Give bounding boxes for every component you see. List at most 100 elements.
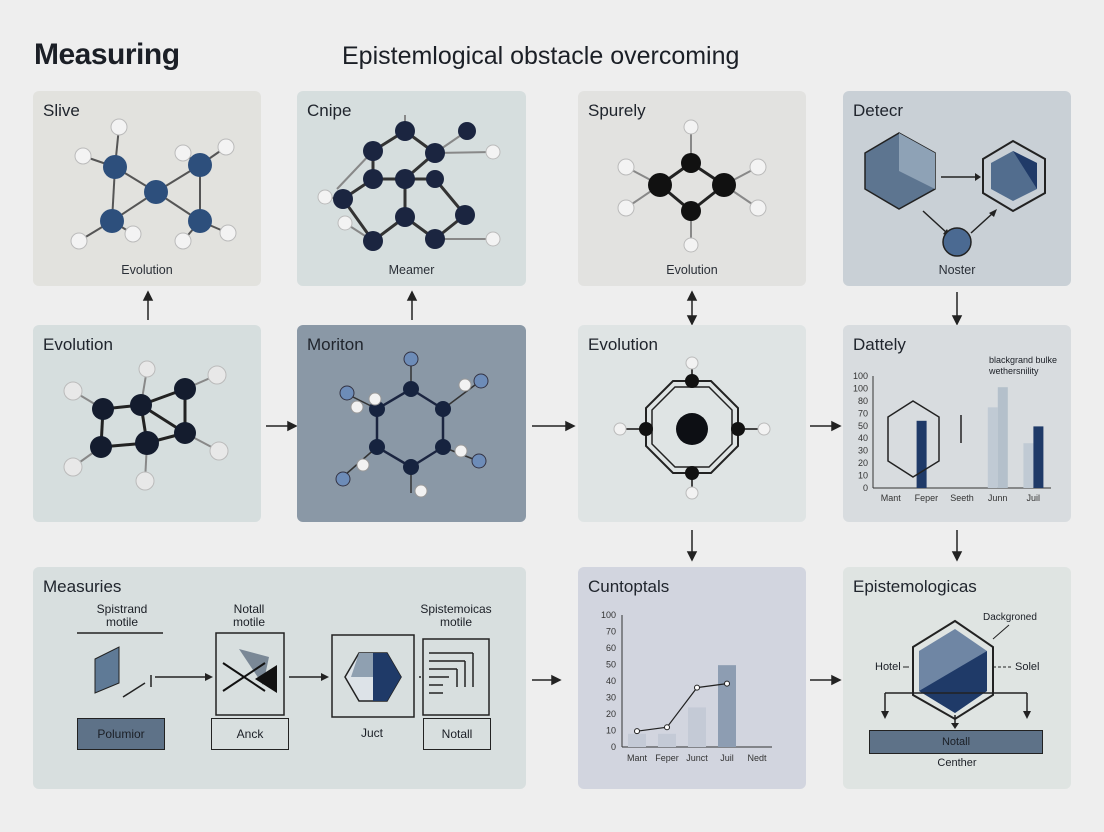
col3-title-group: Spistemoicas motile bbox=[411, 603, 501, 629]
page-title: Measuring bbox=[34, 38, 180, 71]
col2-title-group: Notall motile bbox=[211, 603, 287, 629]
panel-label: Moriton bbox=[307, 335, 364, 354]
x-tick-label: Feper bbox=[915, 493, 939, 503]
anck-box: Anck bbox=[211, 718, 289, 750]
line-point bbox=[664, 724, 670, 731]
col1-title: Spistrand bbox=[96, 602, 148, 616]
y-tick-label: 100 bbox=[853, 383, 868, 393]
line-point bbox=[634, 728, 640, 735]
y-tick-label: 20 bbox=[858, 458, 868, 468]
x-tick-label: Seeth bbox=[950, 493, 974, 503]
panel-measuries: Measuries Spistrand motile Notall motile… bbox=[33, 567, 526, 789]
diagram-top-label: Dackgroned bbox=[983, 612, 1037, 623]
page-subtitle: Epistemlogical obstacle overcoming bbox=[342, 42, 740, 70]
y-tick-label: 10 bbox=[858, 471, 868, 481]
y-tick-label: 40 bbox=[858, 433, 868, 443]
bar bbox=[1033, 426, 1044, 488]
col2-title: Notall bbox=[233, 602, 265, 616]
bar bbox=[658, 733, 676, 747]
molecule-diagram bbox=[617, 119, 767, 253]
molecule-diagram bbox=[317, 115, 501, 251]
x-tick-label: Mant bbox=[881, 493, 902, 503]
notall-bar: Notall bbox=[869, 730, 1043, 754]
y-tick-label: 60 bbox=[606, 643, 616, 653]
col2-sub: motile bbox=[232, 615, 265, 629]
y-tick-label: 30 bbox=[606, 693, 616, 703]
flow-diagram bbox=[864, 132, 1046, 257]
bar bbox=[997, 387, 1008, 488]
chart-note-2: wethersnility bbox=[989, 366, 1039, 376]
y-tick-label: 0 bbox=[611, 742, 616, 752]
x-tick-label: Junct bbox=[686, 753, 708, 763]
x-tick-label: Juil bbox=[1026, 493, 1040, 503]
panel-label: Measuries bbox=[43, 577, 122, 596]
molecule-diagram bbox=[63, 360, 229, 491]
bar bbox=[688, 707, 706, 747]
juct-label-box: Juct bbox=[337, 718, 407, 748]
x-tick-label: Feper bbox=[655, 753, 679, 763]
panel-cnipe: Cnipe Meamer bbox=[297, 91, 526, 286]
hexagon-shape bbox=[887, 400, 940, 478]
panel-detecr: Detecr Noster bbox=[843, 91, 1071, 286]
y-tick-label: 0 bbox=[863, 483, 868, 493]
line-point bbox=[724, 680, 730, 687]
y-tick-label: 70 bbox=[858, 408, 868, 418]
panel-label: Cnipe bbox=[307, 101, 352, 120]
panel-caption: Evolution bbox=[121, 263, 173, 277]
chart-note: blackgrand bulke bbox=[989, 355, 1058, 365]
panel-spurely: Spurely Evolution bbox=[578, 91, 806, 286]
bar bbox=[628, 733, 646, 747]
panel-label: Epistemologicas bbox=[853, 577, 977, 596]
col3-title: Spistemoicas bbox=[420, 602, 492, 616]
panel-label: Dattely bbox=[853, 335, 906, 354]
y-tick-label: 10 bbox=[606, 726, 616, 736]
y-tick-label: 40 bbox=[606, 676, 616, 686]
bar bbox=[987, 407, 998, 488]
y-tick-label: 100 bbox=[601, 610, 616, 620]
y-tick-label: 50 bbox=[858, 421, 868, 431]
box-label: Anck bbox=[236, 727, 264, 741]
y-tick-label: 30 bbox=[858, 446, 868, 456]
box-label: Polumior bbox=[97, 727, 145, 741]
panel-slive: Slive Evolution bbox=[33, 91, 261, 286]
y-tick-label: 100 bbox=[853, 371, 868, 381]
x-tick-label: Juil bbox=[720, 753, 734, 763]
y-tick-label: 50 bbox=[606, 660, 616, 670]
panel-label: Cuntoptals bbox=[588, 577, 670, 596]
col3-sub: motile bbox=[439, 615, 472, 629]
panel-epistemologicas: Epistemologicas Dackgroned Hotel Solel N… bbox=[843, 567, 1071, 789]
bar bbox=[718, 665, 736, 747]
panel-caption: Noster bbox=[938, 263, 976, 277]
y-tick-label: 20 bbox=[606, 709, 616, 719]
notall-box: Notall bbox=[423, 718, 491, 750]
y-tick-label: 70 bbox=[606, 627, 616, 637]
panel-dattely: Dattely blackgrand bulke wethersnility 0… bbox=[843, 325, 1071, 522]
col1-title-group: Spistrand motile bbox=[77, 603, 167, 629]
x-tick-label: Nedt bbox=[747, 753, 767, 763]
box-label: Juct bbox=[360, 726, 383, 740]
panel-label: Evolution bbox=[43, 335, 113, 354]
panel-caption: Evolution bbox=[666, 263, 718, 277]
molecule-diagram bbox=[70, 118, 237, 250]
panel-moriton: Moriton bbox=[297, 325, 526, 522]
diagram-left-label: Hotel bbox=[875, 661, 901, 673]
panel-label: Detecr bbox=[853, 101, 904, 120]
panel-label: Slive bbox=[43, 101, 80, 120]
diagram-bottom-label: Centher bbox=[937, 757, 977, 769]
series-line bbox=[636, 683, 728, 732]
bar bbox=[1023, 443, 1034, 488]
x-tick-label: Junn bbox=[988, 493, 1008, 503]
process-diagram bbox=[77, 632, 490, 718]
y-tick-label: 80 bbox=[858, 396, 868, 406]
line-point bbox=[694, 684, 700, 691]
bar-label: Notall bbox=[941, 736, 971, 748]
panel-label: Spurely bbox=[588, 101, 646, 120]
ring-diagram bbox=[613, 356, 771, 500]
hexagon-diagram bbox=[881, 619, 1031, 729]
col1-sub: motile bbox=[105, 615, 138, 629]
panel-evolution-1: Evolution bbox=[33, 325, 261, 522]
panel-caption: Meamer bbox=[388, 263, 435, 277]
